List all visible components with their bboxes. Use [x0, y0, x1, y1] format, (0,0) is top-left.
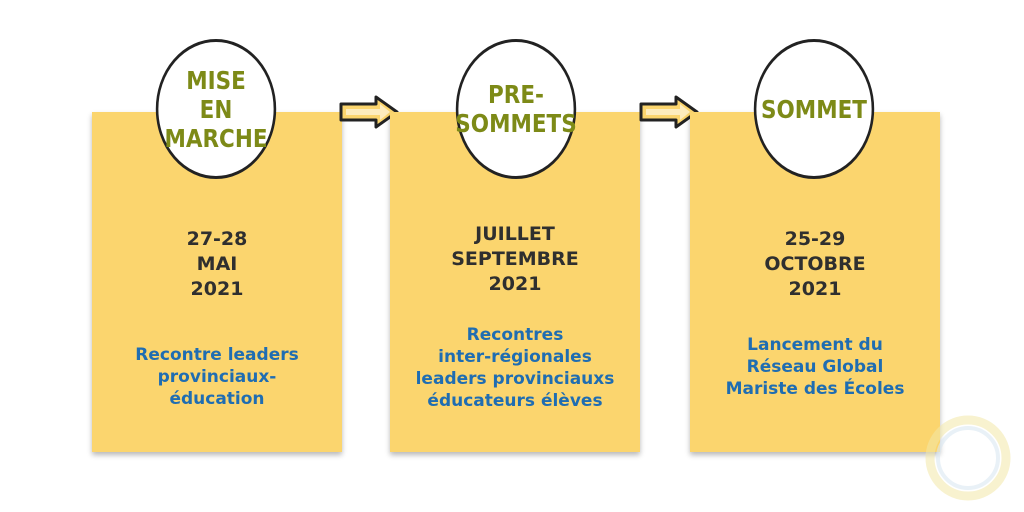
stage-title-circle: MISE EN MARCHE [155, 39, 277, 179]
stage-date: 25-29 OCTOBRE 2021 [764, 228, 866, 300]
stage-title: MISE EN MARCHE [164, 65, 268, 153]
stage-title-circle: PRE- SOMMETS [455, 39, 577, 179]
ring-logo-icon [925, 415, 1011, 501]
stage-description: Recontres inter-régionales leaders provi… [415, 325, 615, 411]
stage-date: JUILLET SEPTEMBRE 2021 [451, 223, 579, 295]
right-arrow-icon [639, 95, 699, 129]
stage-title: SOMMET [761, 94, 867, 124]
stage-description: Recontre leaders provinciaux- éducation [135, 345, 299, 409]
stage-date: 27-28 MAI 2021 [186, 228, 248, 300]
stage-title-circle: SOMMET [753, 39, 875, 179]
stage-description: Lancement du Réseau Global Mariste des É… [725, 335, 905, 399]
right-arrow-icon [339, 95, 399, 129]
stage-title: PRE- SOMMETS [455, 80, 577, 138]
